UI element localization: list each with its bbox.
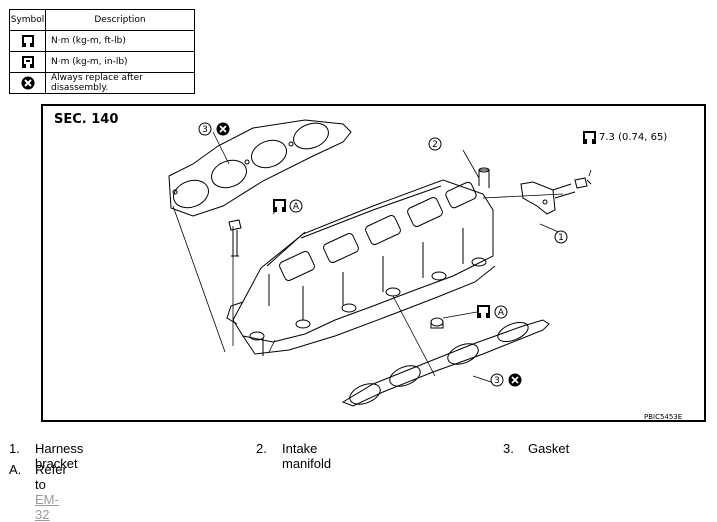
- callout-3-lower: 3: [494, 376, 500, 386]
- legend-header-symbol: Symbol: [9, 9, 46, 31]
- ref-a-letter: A.: [9, 462, 22, 477]
- em-32-link[interactable]: EM-32: [35, 492, 59, 522]
- torque-wrench-inlb-icon: [21, 56, 34, 68]
- callout-circle: [198, 122, 212, 136]
- callout-1: 1: [558, 233, 564, 243]
- lower-gasket: [341, 319, 550, 407]
- harness-bracket: [520, 177, 592, 215]
- manifold-nut: [430, 317, 444, 329]
- upper-gasket: [168, 119, 352, 217]
- callout-circle: [490, 373, 504, 387]
- intake-manifold-drawing: 3 2 1 3 A A: [168, 119, 596, 407]
- intake-manifold-body: [226, 167, 496, 356]
- ref-a-text: Refer to EM-32: [35, 462, 67, 522]
- always-replace-icon: [21, 76, 34, 90]
- torque-wrench-nm-icon: [21, 35, 34, 47]
- manifold-bolt: [228, 219, 242, 257]
- torque-wrench-nm-icon: [477, 305, 490, 318]
- part-3-number: 3.: [503, 441, 514, 456]
- part-3-label: Gasket: [528, 441, 570, 456]
- torque-wrench-inlb-icon: [583, 131, 596, 144]
- legend-description: Always replace after disassembly.: [45, 72, 195, 94]
- part-2-label: Intake manifold: [282, 441, 332, 471]
- callout-circle: [554, 230, 568, 244]
- legend-header-description: Description: [45, 9, 195, 31]
- part-1-label: Harness bracket: [35, 441, 84, 471]
- callout-a-upper: A: [293, 202, 300, 212]
- leader-lines: [172, 131, 592, 383]
- legend-symbol-cell: [9, 30, 46, 52]
- callout-circle: [289, 199, 303, 213]
- ref-a-label: Refer to: [35, 462, 67, 492]
- legend-symbol-cell: [9, 51, 46, 73]
- legend-description: N·m (kg-m, in-lb): [45, 51, 195, 73]
- callout-3-upper: 3: [202, 125, 208, 135]
- symbol-legend-table: Symbol Description N·m (kg-m, ft-lb) N·m…: [9, 9, 195, 94]
- callout-2: 2: [432, 140, 438, 150]
- section-label: SEC. 140: [54, 112, 119, 127]
- callout-circle: [428, 137, 442, 151]
- image-code: PBIC5453E: [644, 413, 683, 421]
- torque-spec: 7.3 (0.74, 65): [599, 132, 668, 143]
- legend-description: N·m (kg-m, ft-lb): [45, 30, 195, 52]
- part-2-number: 2.: [256, 441, 267, 456]
- torque-wrench-nm-icon: [273, 199, 286, 212]
- callout-a-lower: A: [498, 308, 505, 318]
- callout-circle: [494, 305, 508, 319]
- legend-symbol-cell: [9, 72, 46, 94]
- exploded-view-figure: SEC. 140: [41, 104, 706, 422]
- part-1-number: 1.: [9, 441, 20, 456]
